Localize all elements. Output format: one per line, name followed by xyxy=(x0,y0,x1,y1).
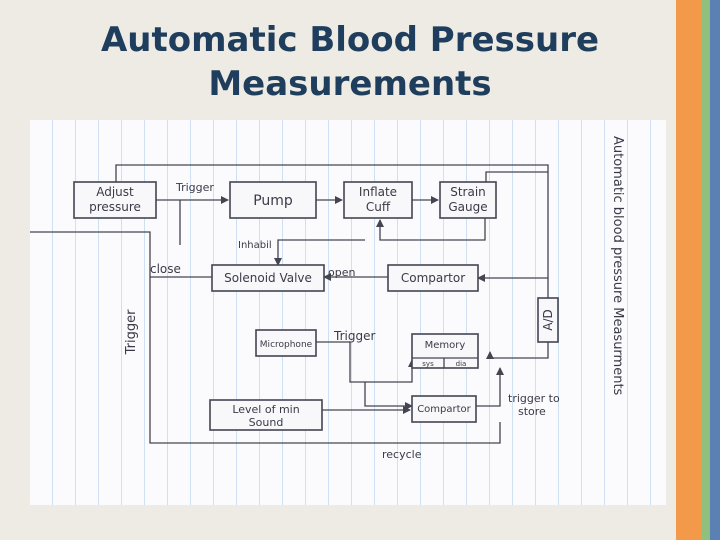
gauge-label-1: Strain xyxy=(450,185,486,199)
conn-trigger-store xyxy=(476,367,504,407)
title-line-1: Automatic Blood Pressure xyxy=(100,20,600,60)
cuff-label-2: Cuff xyxy=(366,200,391,214)
pump-label: Pump xyxy=(253,193,293,209)
gauge-label-2: Gauge xyxy=(448,200,487,214)
side-note-title: Automatic blood pressure Measurments xyxy=(610,136,625,396)
valve-label: Solenoid Valve xyxy=(224,271,312,285)
connections xyxy=(30,164,549,444)
block-pump: Pump xyxy=(229,181,317,219)
label-trigger-left: Trigger xyxy=(124,309,139,355)
diagram-sheet: Adjust pressure Pump Inflate Cuff Strain… xyxy=(30,120,666,505)
conn-mic-comparator xyxy=(364,382,413,410)
conn-gauge-feedback xyxy=(376,217,486,241)
adjust-label-2: pressure xyxy=(89,200,141,214)
comparator-lower-label: Compartor xyxy=(417,404,471,415)
conn-to-comparator xyxy=(477,230,549,282)
label-trigger-mid: Trigger xyxy=(333,329,375,343)
block-diagram: Adjust pressure Pump Inflate Cuff Strain… xyxy=(30,136,625,461)
microphone-label: Microphone xyxy=(260,340,313,350)
memory-dia-label: dia xyxy=(456,360,467,368)
comparator-upper-label: Compartor xyxy=(401,271,465,285)
conn-adc-memory xyxy=(486,342,549,359)
accent-bar-green xyxy=(702,0,710,540)
label-store-2: store xyxy=(518,405,546,418)
memory-sys-label: sys xyxy=(422,360,434,368)
conn-top-loop xyxy=(115,164,549,230)
label-inhabit: Inhabil xyxy=(238,240,272,251)
slide-title: Automatic Blood Pressure Measurements xyxy=(60,18,640,106)
conn-mic-memory xyxy=(316,341,416,383)
block-memory: Memory sys dia xyxy=(411,333,479,369)
adc-label: A/D xyxy=(541,309,555,331)
adjust-label-1: Adjust xyxy=(96,185,134,199)
memory-label: Memory xyxy=(425,340,466,351)
block-inflate-cuff: Inflate Cuff xyxy=(343,181,413,219)
block-strain-gauge: Strain Gauge xyxy=(439,181,497,219)
label-close: close xyxy=(150,262,181,276)
title-line-2: Measurements xyxy=(208,64,492,104)
conn-close xyxy=(30,231,212,278)
block-min-sound: Level of min Sound xyxy=(209,399,323,431)
conn-gauge-up xyxy=(485,171,548,182)
sound-label-2: Sound xyxy=(249,416,284,429)
conn-recycle-loop xyxy=(149,277,501,444)
block-microphone: Microphone xyxy=(255,329,317,357)
label-trigger-top: Trigger xyxy=(175,181,214,194)
block-comparator-lower: Compartor xyxy=(411,395,477,423)
block-solenoid-valve: Solenoid Valve xyxy=(211,264,325,292)
block-adc: A/D xyxy=(537,297,559,343)
label-recycle: recycle xyxy=(382,448,422,461)
accent-bar-orange xyxy=(676,0,702,540)
cuff-label-1: Inflate xyxy=(359,185,397,199)
label-store-1: trigger to xyxy=(508,392,560,405)
conn-inhibit xyxy=(274,239,365,266)
sound-label-1: Level of min xyxy=(232,403,299,416)
block-comparator-upper: Compartor xyxy=(387,264,479,292)
block-adjust-pressure: Adjust pressure xyxy=(73,181,157,219)
label-open: open xyxy=(328,266,355,279)
accent-bar-blue xyxy=(710,0,720,540)
